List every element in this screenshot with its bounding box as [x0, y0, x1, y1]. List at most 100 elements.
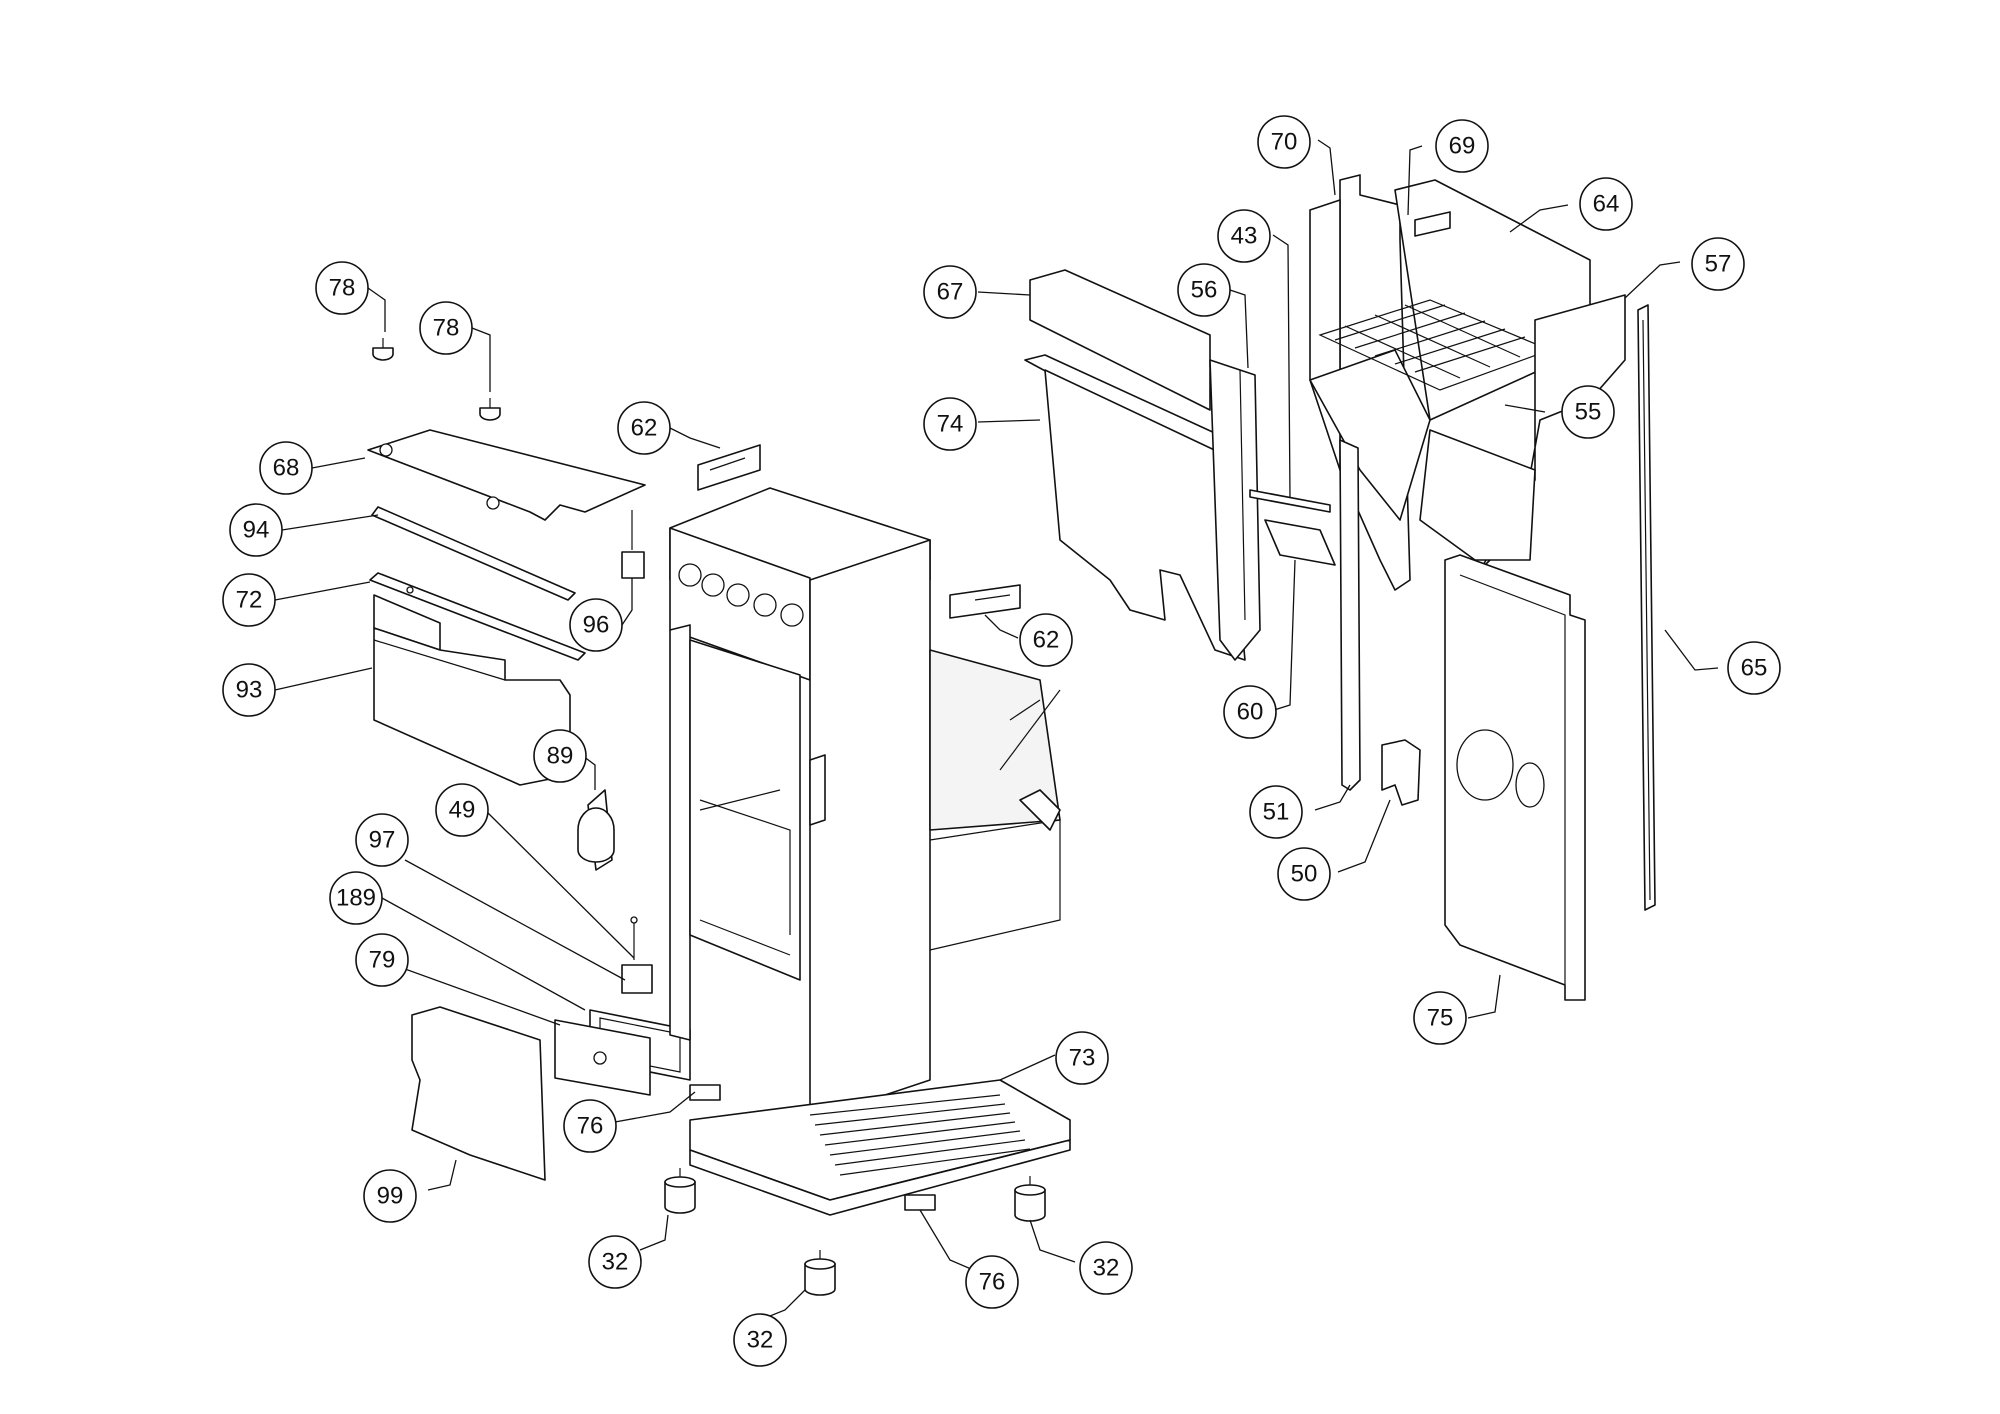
callout-label: 76 [577, 1113, 604, 1140]
callout-label: 189 [336, 885, 376, 912]
callout-94: 94 [229, 503, 283, 557]
part-97-bracket [621, 964, 653, 994]
part-96-clip [621, 510, 645, 579]
callout-label: 89 [547, 743, 574, 770]
callout-69: 69 [1435, 119, 1489, 173]
callout-89: 89 [533, 729, 587, 783]
part-73-base [689, 1079, 1071, 1216]
callout-label: 69 [1449, 133, 1476, 160]
part-57-side-panel [1419, 294, 1626, 571]
callout-57: 57 [1691, 237, 1745, 291]
callout-72: 72 [222, 573, 276, 627]
callout-93: 93 [222, 663, 276, 717]
callout-label: 96 [583, 612, 610, 639]
callout-64: 64 [1579, 177, 1633, 231]
callout-label: 76 [979, 1269, 1006, 1296]
part-32-foot-right [1014, 1176, 1046, 1222]
callout-label: 60 [1237, 699, 1264, 726]
callout-label: 43 [1231, 223, 1258, 250]
callout-32a: 32 [588, 1235, 642, 1289]
part-78-cap-right [479, 398, 501, 421]
callout-label: 73 [1069, 1045, 1096, 1072]
callout-74: 74 [923, 397, 977, 451]
callout-51: 51 [1249, 785, 1303, 839]
part-65-rail [1637, 304, 1656, 911]
callout-label: 79 [369, 947, 396, 974]
part-55-grate [1318, 299, 1552, 391]
part-62-bracket-top [697, 444, 761, 491]
callout-label: 93 [236, 677, 263, 704]
callout-78b: 78 [419, 301, 473, 355]
callout-label: 78 [329, 275, 356, 302]
callout-label: 72 [236, 587, 263, 614]
callout-70: 70 [1257, 115, 1311, 169]
callout-43: 43 [1217, 209, 1271, 263]
callout-67: 67 [923, 265, 977, 319]
callout-label: 67 [937, 279, 964, 306]
part-56-panel [1209, 359, 1261, 661]
callout-label: 97 [369, 827, 396, 854]
callout-99: 99 [363, 1169, 417, 1223]
callout-label: 75 [1427, 1005, 1454, 1032]
callout-label: 32 [747, 1327, 774, 1354]
callout-68: 68 [259, 441, 313, 495]
callout-76a: 76 [563, 1099, 617, 1153]
callout-label: 99 [377, 1183, 404, 1210]
callout-label: 64 [1593, 191, 1620, 218]
part-76-bracket-bottom [904, 1194, 936, 1211]
callout-label: 78 [433, 315, 460, 342]
callout-79: 79 [355, 933, 409, 987]
callout-label: 94 [243, 517, 270, 544]
callout-49: 49 [435, 783, 489, 837]
part-78-cap-left [372, 338, 394, 361]
callout-62b: 62 [1019, 613, 1073, 667]
callout-label: 49 [449, 797, 476, 824]
part-60-channel [1264, 519, 1336, 566]
callout-62a: 62 [617, 401, 671, 455]
part-51-rail [1339, 439, 1361, 791]
callout-label: 62 [1033, 627, 1060, 654]
callout-label: 55 [1575, 399, 1602, 426]
callout-97: 97 [355, 813, 409, 867]
part-72-strip [369, 572, 586, 661]
callout-75: 75 [1413, 991, 1467, 1045]
callout-56: 56 [1177, 263, 1231, 317]
leader-lines [274, 139, 1719, 1321]
callout-label: 62 [631, 415, 658, 442]
callout-55: 55 [1561, 385, 1615, 439]
callout-label: 74 [937, 411, 964, 438]
part-76-bracket-left [689, 1084, 721, 1101]
callout-96: 96 [569, 598, 623, 652]
callout-label: 51 [1263, 799, 1290, 826]
part-75-back-panel [1444, 554, 1586, 1001]
callout-label: 65 [1741, 655, 1768, 682]
callout-50: 50 [1277, 847, 1331, 901]
part-43-rod [1249, 489, 1331, 513]
callout-label: 57 [1705, 251, 1732, 278]
base-grille [809, 1094, 1031, 1176]
part-69-bracket [1414, 211, 1451, 237]
part-94-strip [371, 506, 576, 601]
part-79-bracket [554, 1019, 651, 1096]
part-62-bracket-right [949, 584, 1021, 619]
callout-60: 60 [1223, 685, 1277, 739]
callout-189: 189 [329, 871, 383, 925]
callout-32c: 32 [1079, 1241, 1133, 1295]
part-68-top-plate [367, 429, 646, 521]
callout-65: 65 [1727, 641, 1781, 695]
part-50-bracket [1381, 739, 1421, 806]
callout-76b: 76 [965, 1255, 1019, 1309]
part-main-cabinet [669, 487, 1061, 1121]
callout-label: 68 [273, 455, 300, 482]
part-32-foot-left [664, 1168, 696, 1214]
callout-label: 32 [1093, 1255, 1120, 1282]
part-89-knob [577, 789, 615, 871]
callout-label: 70 [1271, 129, 1298, 156]
part-99-panel [411, 1006, 546, 1181]
callout-78a: 78 [315, 261, 369, 315]
callout-32b: 32 [733, 1313, 787, 1367]
callout-label: 56 [1191, 277, 1218, 304]
part-93-box [373, 594, 571, 786]
part-49-screw [630, 916, 638, 960]
